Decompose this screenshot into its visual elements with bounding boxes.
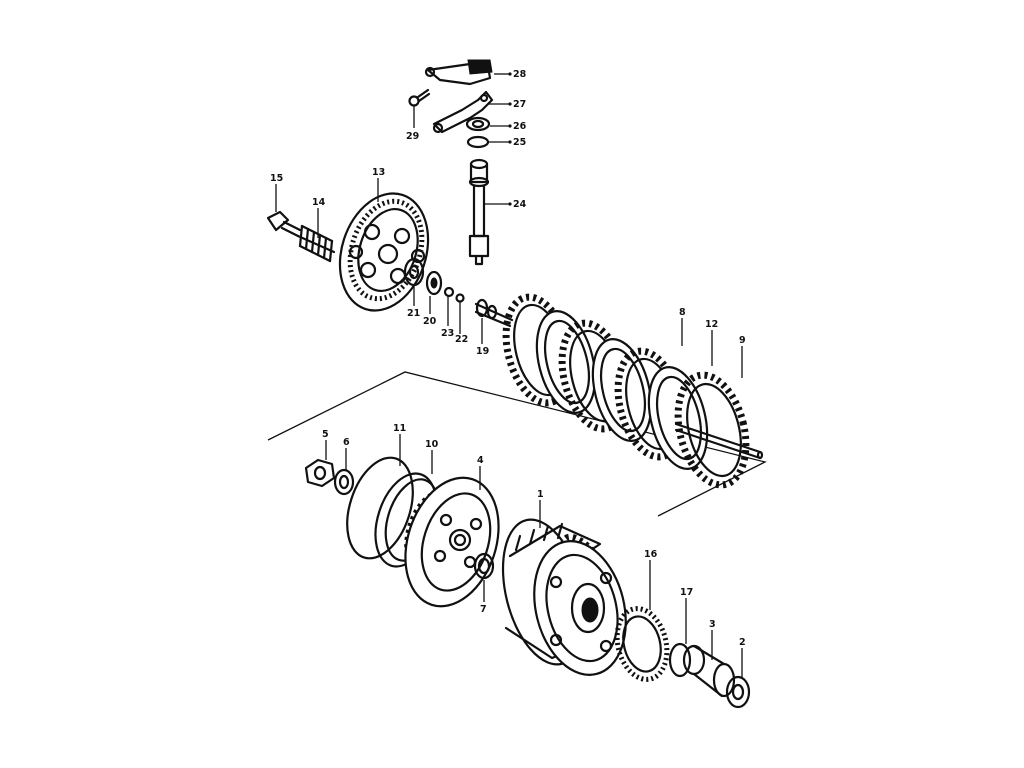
thrust-washer: [425, 270, 443, 296]
callout-26: 26: [513, 121, 527, 132]
push-rod: [674, 422, 764, 460]
wire-ring: [346, 456, 414, 560]
driven-plate-2: [591, 338, 653, 442]
callout-22: 22: [455, 334, 468, 345]
push-rod-piece: [474, 298, 514, 328]
callout-5: 5: [322, 429, 329, 440]
callout-13: 13: [372, 167, 385, 178]
clutch-hub: [404, 476, 500, 608]
lock-washer: [333, 468, 355, 496]
callout-9: 9: [739, 335, 746, 346]
callout-20: 20: [423, 316, 437, 327]
callout-23: 23: [441, 328, 454, 339]
oil-seal: [465, 116, 491, 132]
callout-12: 12: [705, 319, 718, 330]
callout-11: 11: [393, 423, 406, 434]
release-arm: [424, 59, 493, 86]
primary-driven-gear: [614, 606, 670, 682]
pressure-plate: [338, 192, 430, 312]
release-shaft: [468, 158, 490, 266]
callout-29: 29: [406, 131, 419, 142]
callout-19: 19: [476, 346, 489, 357]
hub-washer: [473, 552, 495, 580]
spring-bolt: [266, 210, 302, 238]
thrust-bearing: [403, 257, 425, 287]
callout-10: 10: [425, 439, 439, 450]
callout-1: 1: [537, 489, 544, 500]
callout-17: 17: [680, 587, 693, 598]
callout-25: 25: [513, 137, 526, 148]
callout-3: 3: [709, 619, 716, 630]
hub-nut: [304, 458, 336, 488]
thrust-washer-end: [725, 675, 751, 709]
callouts: 28 27 26 25 24 29 15 14 13 21 20 23 22 1…: [270, 69, 746, 648]
ball-small: [455, 293, 465, 303]
callout-4: 4: [477, 455, 484, 466]
spacer-ring: [668, 642, 692, 678]
clutch-housing: [501, 518, 627, 676]
callout-21: 21: [407, 308, 420, 319]
callout-15: 15: [270, 173, 283, 184]
callout-28: 28: [513, 69, 527, 80]
callout-14: 14: [312, 197, 326, 208]
callout-6: 6: [343, 437, 350, 448]
drive-plate-4: [674, 371, 750, 489]
assembly-plane: [267, 371, 767, 517]
callout-2: 2: [739, 637, 746, 648]
driven-plate-1: [535, 310, 597, 414]
callout-7: 7: [480, 604, 487, 615]
callout-16: 16: [644, 549, 658, 560]
o-ring: [466, 135, 490, 149]
clutch-spring: [296, 224, 336, 263]
callout-8: 8: [679, 307, 686, 318]
washer-small: [443, 286, 455, 298]
callout-24: 24: [513, 199, 527, 210]
callout-27: 27: [513, 99, 526, 110]
release-cam-plate: [432, 90, 494, 134]
sleeve: [682, 644, 736, 698]
plate-stack: [502, 293, 764, 489]
adjust-screw: [408, 88, 431, 107]
leader-lines: [275, 72, 743, 678]
